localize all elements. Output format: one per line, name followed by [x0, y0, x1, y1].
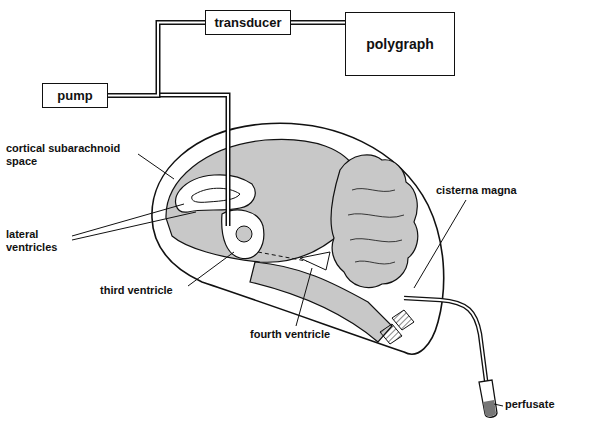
tube-outline	[108, 23, 205, 96]
cerebellum-folds	[348, 189, 404, 264]
lateral-ventricle	[176, 175, 256, 212]
collection-tube	[479, 380, 497, 417]
perfusate-fluid	[483, 400, 496, 417]
box-text: transducer	[214, 15, 281, 30]
brainstem	[250, 262, 392, 342]
box-text: polygraph	[366, 36, 434, 52]
tube-connector	[108, 23, 205, 96]
vertebra	[392, 310, 414, 330]
transducer-box: transducer	[205, 10, 291, 35]
lateral-ventricle	[192, 188, 240, 202]
tube-lumen	[108, 23, 205, 96]
massa-intermedia	[236, 226, 252, 242]
tube-lumen	[291, 22, 345, 24]
tube-connector	[291, 22, 345, 23]
region-label: third ventricle	[100, 284, 210, 297]
cerebellum	[331, 155, 418, 288]
material-label: perfusate	[505, 398, 585, 411]
outflow-tube	[404, 298, 487, 388]
box-text: pump	[57, 88, 92, 103]
region-label: cortical subarachnoid space	[6, 142, 146, 168]
region-label: lateral ventricles	[6, 228, 76, 254]
recorder-box: polygraph	[345, 12, 455, 76]
catheter	[158, 95, 228, 226]
region-label: fourth ventricle	[250, 328, 370, 341]
catheter	[158, 95, 228, 226]
region-label: cisterna magna	[436, 184, 556, 197]
outflow-tube	[404, 298, 487, 388]
pump-box: pump	[42, 83, 108, 108]
cerebrum	[166, 139, 356, 262]
vertebra	[380, 324, 402, 344]
skull-outline	[152, 123, 444, 354]
tube-outline	[291, 20, 345, 25]
fourth-ventricle	[300, 252, 330, 270]
